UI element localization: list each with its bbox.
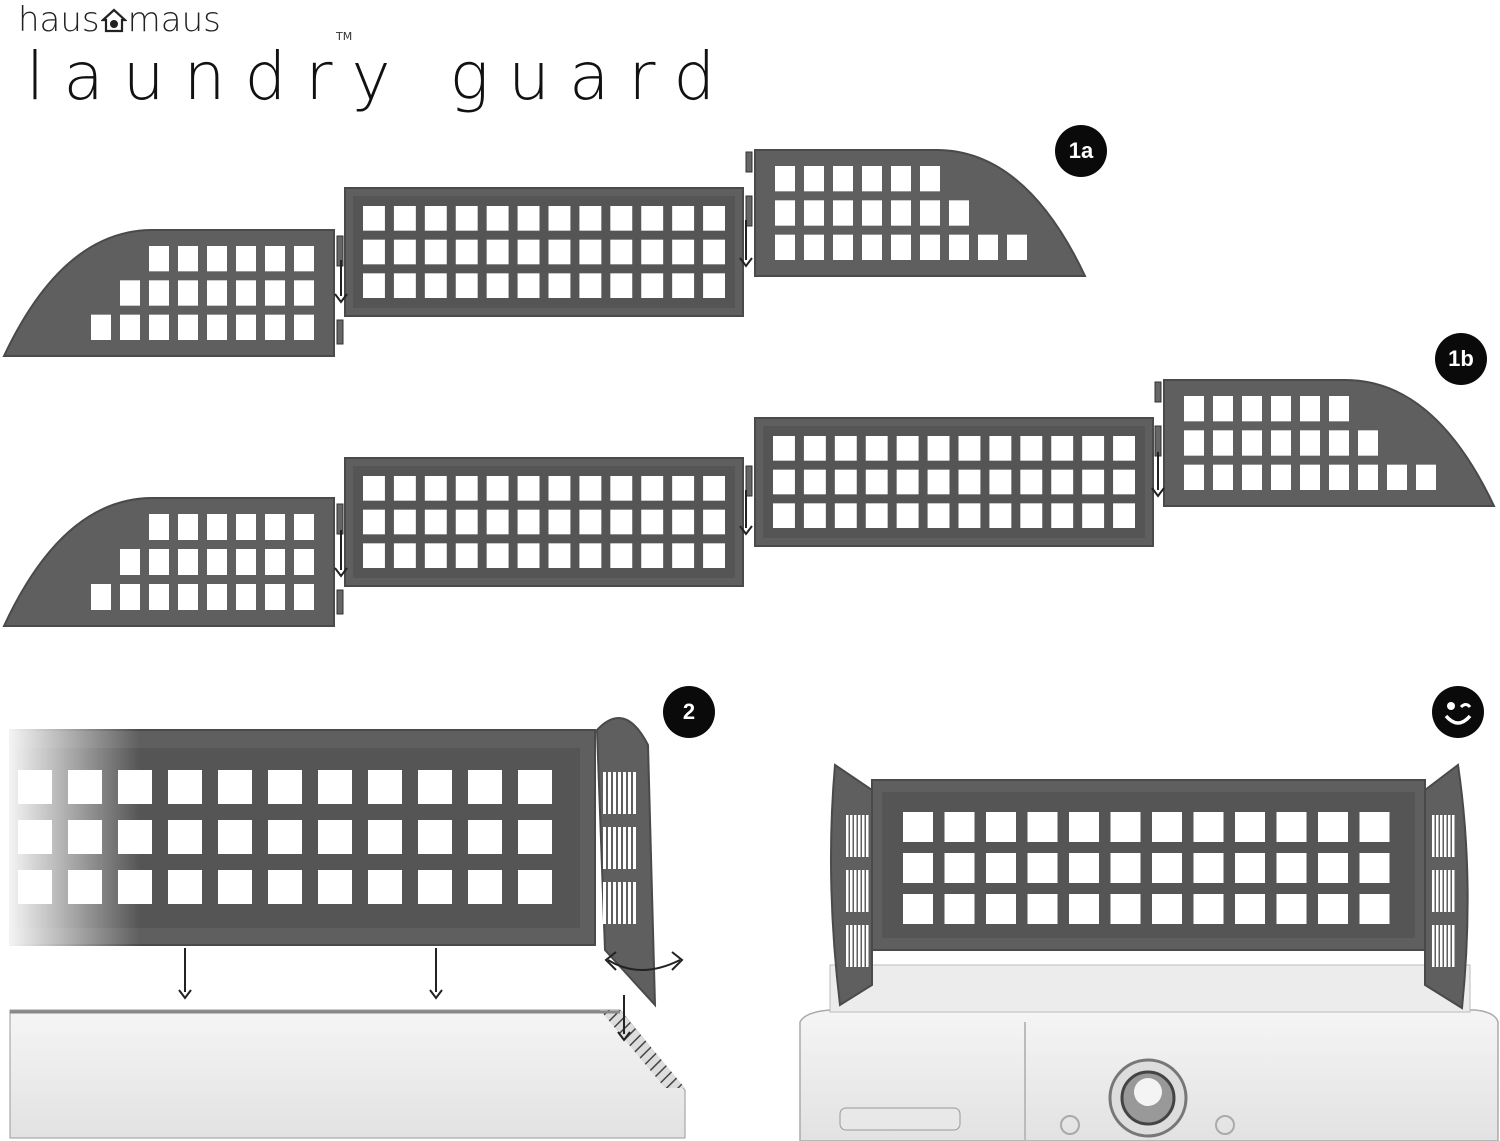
trademark: TM (336, 30, 353, 43)
washer-top (9, 1009, 686, 1139)
detergent-drawer (839, 1107, 961, 1131)
step-badge-2: 2 (663, 686, 715, 738)
side-panel (595, 717, 657, 1008)
brand-right: maus (127, 0, 221, 40)
washer-edge (600, 1010, 685, 1088)
swing-arrow-icon (607, 959, 681, 971)
assembly-1a (2, 149, 1087, 357)
center-panel (344, 187, 744, 317)
end-panel-left (2, 229, 335, 357)
end-panel-left (2, 497, 335, 627)
end-panel-right (754, 149, 1087, 277)
hinge (336, 589, 344, 615)
hinge (336, 503, 344, 535)
page-title: laundry guard (26, 38, 735, 115)
hinge (1154, 425, 1162, 457)
button (1060, 1115, 1080, 1135)
hinge (745, 151, 753, 173)
hinge (1154, 381, 1162, 403)
final-illustration (799, 763, 1499, 1141)
hinge (336, 319, 344, 345)
button (1215, 1115, 1235, 1135)
side-panel-right (1424, 763, 1469, 1010)
center-panel-2 (754, 417, 1154, 547)
center-panel-1 (344, 457, 744, 587)
brand-logo: haus maus (18, 0, 221, 40)
side-panel-left (830, 763, 873, 1007)
brand-left: haus (18, 0, 100, 40)
house-icon (99, 2, 128, 33)
step-badge-1a: 1a (1055, 125, 1107, 177)
hinge (745, 195, 753, 227)
assembly-1b (2, 379, 1496, 627)
washer-top (829, 964, 1471, 1013)
end-panel-right (1163, 379, 1496, 507)
step-badge-1b: 1b (1435, 333, 1487, 385)
center-panel (871, 779, 1426, 951)
step-2-illustration (0, 717, 686, 1139)
wink-smiley-icon (1432, 686, 1484, 738)
fade-overlay (0, 725, 140, 955)
hinge (745, 465, 753, 497)
